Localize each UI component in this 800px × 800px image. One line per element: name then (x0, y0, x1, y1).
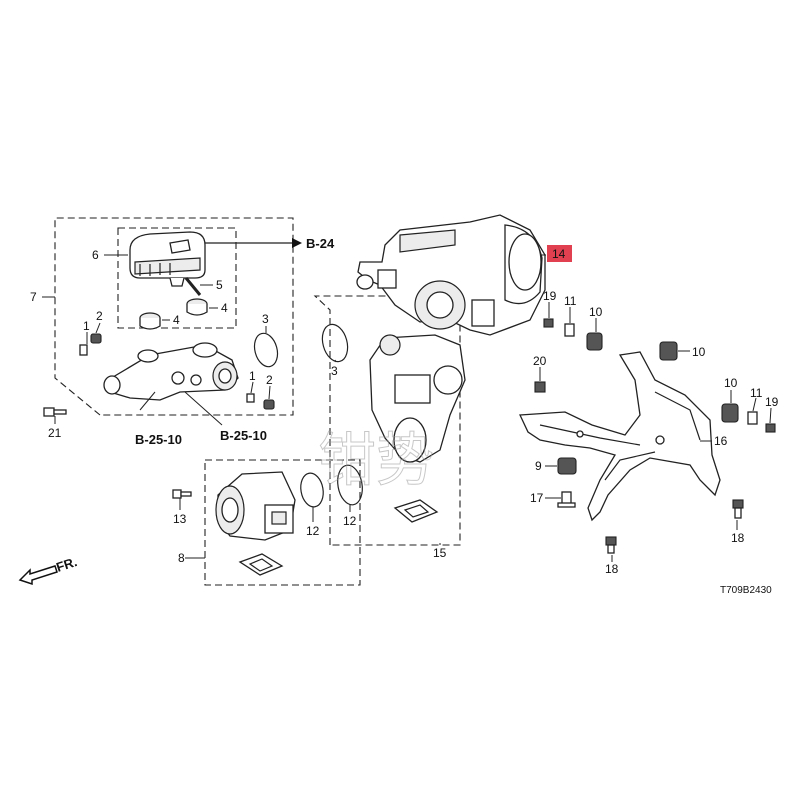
o-ring-3-left (253, 332, 279, 368)
bleeder-1-left (79, 344, 88, 356)
o-ring-3-right (321, 323, 349, 363)
bolt-20 (534, 381, 546, 393)
collar-11-right (747, 411, 758, 425)
group-box-7 (54, 217, 294, 416)
callout-19-top: 19 (543, 289, 557, 303)
collar-11-top (564, 323, 575, 337)
callout-18-right: 18 (731, 531, 745, 545)
master-cylinder (103, 342, 239, 401)
pin-17 (557, 491, 576, 508)
grommet-10-top (586, 332, 603, 351)
diagram-code: T709B2430 (720, 585, 772, 596)
o-ring-12-right (337, 464, 363, 506)
callout-3-right: 3 (331, 364, 338, 378)
callout-6: 6 (92, 248, 99, 262)
seal-2-left (90, 333, 102, 344)
bolt-18-bottom (605, 536, 617, 554)
callout-10-top: 10 (589, 305, 603, 319)
grommet-4-left (139, 312, 161, 330)
callout-13: 13 (173, 512, 187, 526)
watermark: 钳势 (318, 426, 434, 494)
callout-5: 5 (216, 278, 223, 292)
ref-b2510-right: B-25-10 (220, 428, 267, 443)
callout-21: 21 (48, 426, 62, 440)
callout-10-right: 10 (724, 376, 738, 390)
group-box-6 (117, 227, 237, 329)
bracket-16 (519, 351, 721, 522)
nut-19-right (765, 423, 776, 433)
bleeder-1-right (246, 393, 255, 403)
group-box-15 (313, 295, 461, 546)
reservoir-tank (129, 231, 206, 287)
callout-2-right: 2 (266, 373, 273, 387)
callout-4-left: 4 (173, 313, 180, 327)
label-plate-15 (393, 499, 439, 523)
front-direction-arrow: FR. (18, 554, 79, 586)
bolt-21 (43, 407, 67, 417)
label-plate-8 (238, 553, 284, 576)
nut-19-top (543, 318, 554, 328)
b24-arrow (205, 238, 302, 248)
grommet-4-right (186, 298, 208, 316)
callout-16: 16 (714, 434, 728, 448)
pin-5 (184, 277, 202, 296)
grommet-10-right (721, 403, 739, 423)
callout-8: 8 (178, 551, 185, 565)
callout-4-right: 4 (221, 301, 228, 315)
ref-b2510-left: B-25-10 (135, 432, 182, 447)
bolt-13 (172, 489, 192, 499)
callout-2-left: 2 (96, 309, 103, 323)
callout-3-left: 3 (262, 312, 269, 326)
callout-19-right: 19 (765, 395, 779, 409)
callout-1-left: 1 (83, 319, 90, 333)
callout-7: 7 (30, 290, 37, 304)
callout-11-top: 11 (564, 294, 577, 308)
callout-14: 14 (552, 247, 566, 261)
callout-12-right: 12 (343, 514, 357, 528)
callout-12-left: 12 (306, 524, 320, 538)
modulator-unit (356, 214, 546, 336)
modulator-body (369, 334, 466, 463)
callout-17: 17 (530, 491, 544, 505)
o-ring-12-left (300, 472, 324, 508)
callout-18-bottom: 18 (605, 562, 619, 576)
seal-2-right (263, 399, 275, 410)
callout-14-highlight (547, 245, 572, 262)
callout-20: 20 (533, 354, 547, 368)
pump-motor (215, 471, 296, 541)
callout-9: 9 (535, 459, 542, 473)
ref-b24: B-24 (306, 236, 335, 251)
callout-10-mid: 10 (692, 345, 706, 359)
callout-15: 15 (433, 546, 447, 560)
group-box-8 (204, 459, 361, 586)
leader-lines (42, 254, 772, 562)
callout-11-right: 11 (750, 386, 763, 400)
callout-1-right: 1 (249, 369, 256, 383)
grommet-10-mid (659, 341, 678, 361)
bolt-18-right (732, 499, 744, 519)
grommet-9 (557, 457, 577, 475)
direction-label: FR. (54, 554, 79, 575)
